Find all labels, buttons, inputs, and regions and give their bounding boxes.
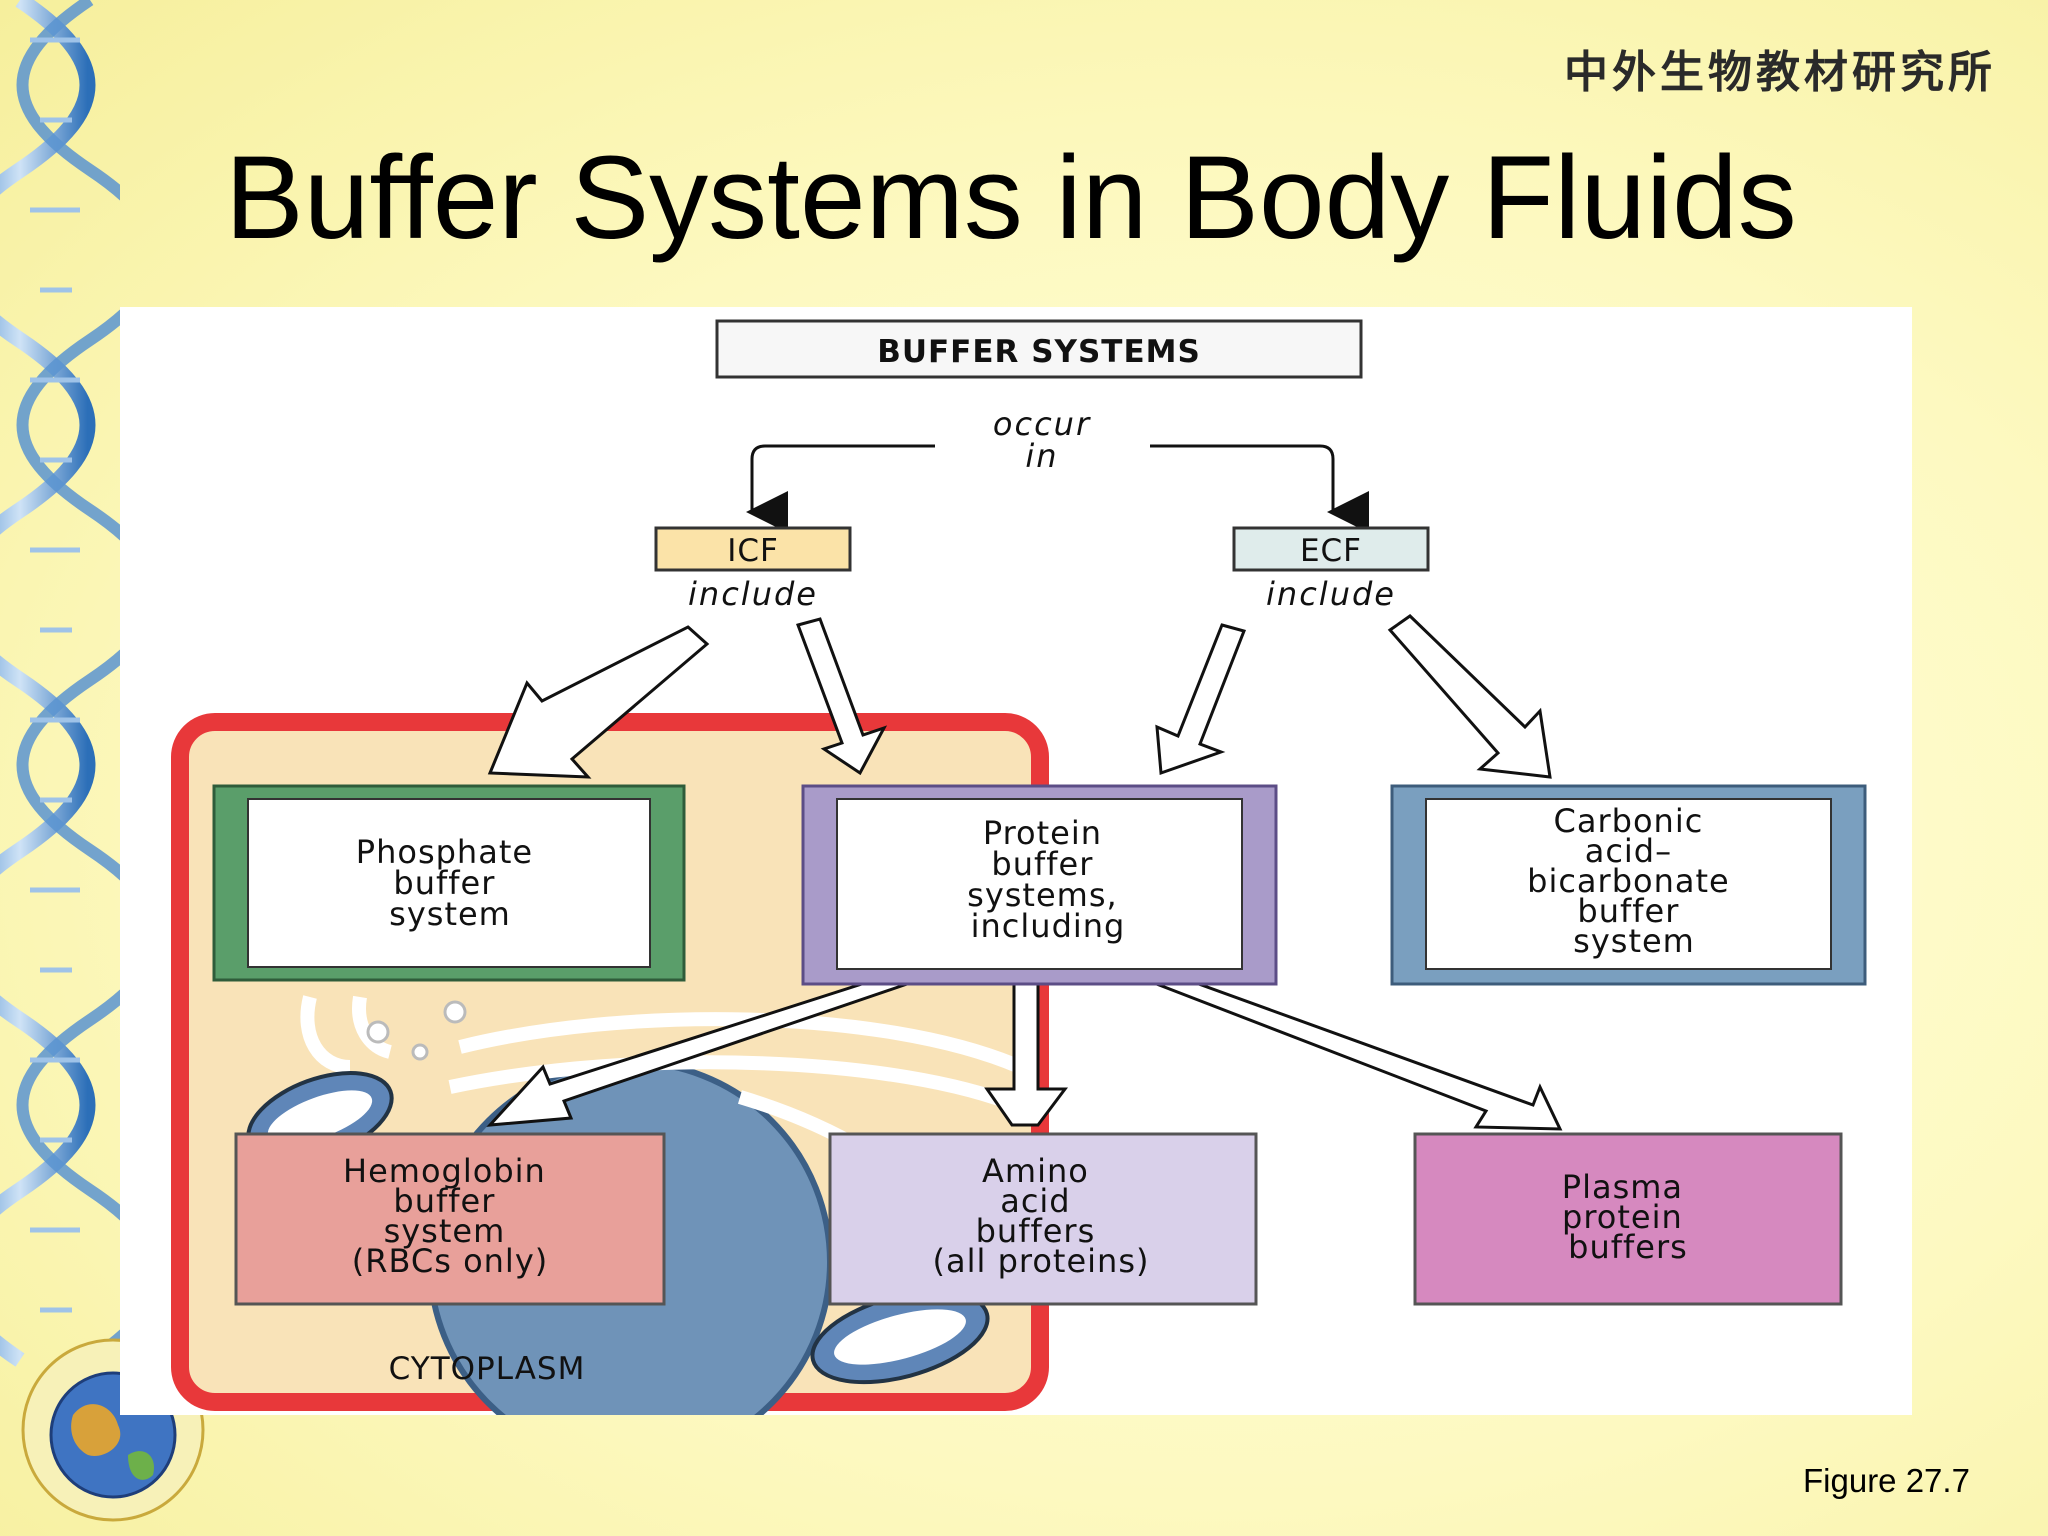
diagram-panel: BUFFER SYSTEMS occur in ICF include ECF … [120, 307, 1912, 1465]
publisher-brand: 中外生物教材研究所 [1564, 47, 1996, 98]
plasma-text: Plasma protein buffers [1562, 1168, 1694, 1266]
protein-to-amino-arrow [984, 981, 1068, 1127]
icf-box [654, 526, 852, 572]
cytoplasm-label: CYTOPLASM [389, 1351, 586, 1387]
carbonic-box [1425, 798, 1832, 970]
in-label: in [1025, 437, 1058, 475]
hollow-arrows [486, 614, 1563, 1131]
icf-to-protein-arrow [796, 617, 888, 776]
plasma-box [1413, 1132, 1843, 1306]
ecf-label: ECF [1300, 533, 1362, 569]
phosphate-text: Phosphate buffer system [356, 833, 544, 933]
protein-to-hemoglobin-arrow [486, 981, 911, 1127]
protein-to-plasma-arrow [1153, 981, 1563, 1131]
phosphate-box [247, 798, 651, 968]
amino-box [828, 1132, 1258, 1306]
hemoglobin-text: Hemoglobin buffer system (RBCs only) [343, 1152, 557, 1280]
amino-text: Amino acid buffers (all proteins) [933, 1152, 1150, 1280]
slide-title: Buffer Systems in Body Fluids [225, 132, 1797, 264]
buffer-systems-diagram: BUFFER SYSTEMS occur in ICF include ECF … [171, 319, 1867, 1465]
carbonic-text: Carbonic acid– bicarbonate buffer system [1527, 802, 1741, 960]
dna-helix-decoration [0, 0, 120, 1367]
occur-label: occur [993, 405, 1091, 443]
icf-to-phosphate-arrow [487, 625, 710, 779]
icf-label: ICF [727, 533, 779, 569]
ecf-to-protein-arrow [1155, 623, 1247, 776]
protein-text: Protein buffer systems, including [967, 814, 1129, 945]
occur-right-arrow [1150, 444, 1369, 533]
ecf-include-label: include [1266, 575, 1396, 613]
buffer-systems-label: BUFFER SYSTEMS [877, 334, 1201, 370]
vesicles [366, 1000, 467, 1061]
buffer-systems-box [715, 319, 1363, 379]
icf-include-label: include [688, 575, 818, 613]
figure-caption: Figure 27.7 [1803, 1462, 1970, 1499]
occur-left-arrow [746, 444, 935, 533]
protein-box [836, 798, 1243, 970]
ecf-to-carbonic-arrow [1387, 614, 1552, 779]
ecf-box [1232, 526, 1430, 572]
hemoglobin-box [234, 1132, 666, 1306]
